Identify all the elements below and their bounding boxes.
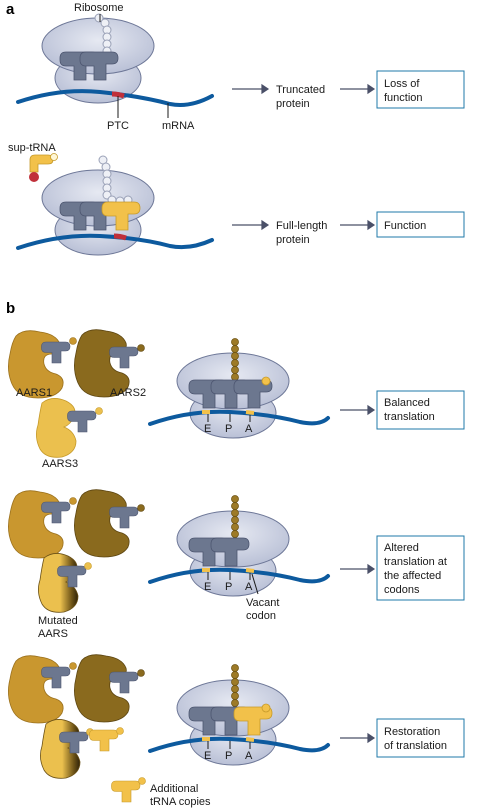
site-ticks-b1 xyxy=(207,414,251,422)
outcome-altered-line2: translation at xyxy=(384,556,447,568)
arrow-a2-1 xyxy=(232,219,270,231)
additional-trna-legend-icon xyxy=(111,780,141,803)
site-a-b1: A xyxy=(245,423,253,435)
additional-line1: Additional xyxy=(150,783,198,795)
vacant-line1: Vacant xyxy=(246,597,279,609)
arrow-b3 xyxy=(340,732,376,744)
vacant-line2: codon xyxy=(246,610,276,622)
mrna-a1 xyxy=(16,89,214,107)
aars1-label: AARS1 xyxy=(16,387,52,399)
site-e-b3: E xyxy=(204,750,211,762)
additional-trna-free xyxy=(89,729,119,752)
codons-b1 xyxy=(202,410,255,415)
aars1-trna xyxy=(41,341,71,364)
arrow-a1-2 xyxy=(340,83,376,95)
mrna-b1 xyxy=(148,409,330,426)
additional-line2: tRNA copies xyxy=(150,796,211,808)
amino-chain-b2 xyxy=(231,495,239,545)
site-e-b1: E xyxy=(204,423,211,435)
outcome-altered-line1: Altered xyxy=(384,542,419,554)
site-a-b3: A xyxy=(245,750,253,762)
ribosome-label: Ribosome xyxy=(74,2,124,14)
outcome-box-altered xyxy=(376,535,465,601)
panel-label-a: a xyxy=(6,1,15,18)
additional-trna-free-amino xyxy=(116,727,124,735)
arrow-a1-1 xyxy=(232,83,270,95)
sup-trna-free xyxy=(29,153,58,182)
arrow-a2-2 xyxy=(340,219,376,231)
aars1-trna-b3 xyxy=(41,666,71,689)
aars1-amino-b3 xyxy=(69,662,77,670)
codons-b3 xyxy=(202,737,255,742)
vacant-leader xyxy=(251,573,259,595)
mutated-aars-line2: AARS xyxy=(38,628,68,640)
site-e-b2: E xyxy=(204,581,211,593)
product-a2-line1: Full-length xyxy=(276,220,327,232)
mrna-label: mRNA xyxy=(162,120,195,132)
ptc-label: PTC xyxy=(107,120,129,132)
mrna-b2 xyxy=(148,567,330,584)
site-ticks-b2 xyxy=(207,572,251,580)
site-a-b2: A xyxy=(245,581,253,593)
mrna-a2 xyxy=(16,233,214,250)
outcome-altered-line3: the affected xyxy=(384,570,441,582)
arrow-b2 xyxy=(340,563,376,575)
mutated-aars-line1: Mutated xyxy=(38,615,78,627)
aars2-amino-b3 xyxy=(137,669,145,677)
arrow-b1 xyxy=(340,404,376,416)
codons-b2 xyxy=(202,568,255,573)
aars1-amino-b2 xyxy=(69,497,77,505)
panel-label-b: b xyxy=(6,300,15,317)
outcome-balanced-line2: translation xyxy=(384,411,435,423)
aars1-enzyme-b3 xyxy=(7,655,64,724)
aars3-label: AARS3 xyxy=(42,458,78,470)
outcome-loss-line1: Loss of xyxy=(384,78,420,90)
site-ticks-b3 xyxy=(207,741,251,749)
aars2-label: AARS2 xyxy=(110,387,146,399)
aars2-amino-b2 xyxy=(137,504,145,512)
aars2-trna-b2 xyxy=(109,506,139,529)
stop-codon-a2 xyxy=(113,233,127,241)
site-p-b2: P xyxy=(225,581,232,593)
product-a1-line2: protein xyxy=(276,98,310,110)
mutated-aars-amino xyxy=(84,562,92,570)
sup-trna-label: sup-tRNA xyxy=(8,142,56,154)
aars1-enzyme-b2 xyxy=(7,490,64,559)
aars3-enzyme xyxy=(35,397,77,458)
outcome-box-function xyxy=(376,211,465,238)
outcome-balanced-line1: Balanced xyxy=(384,397,430,409)
trna-b1-a-amino xyxy=(261,376,271,386)
outcome-function-label: Function xyxy=(384,220,426,232)
outcome-restoration-line2: of translation xyxy=(384,740,447,752)
site-p-b3: P xyxy=(225,750,232,762)
aars2-trna-b3 xyxy=(109,671,139,694)
aars3-trna xyxy=(67,410,97,433)
outcome-box-loss xyxy=(376,70,465,109)
outcome-restoration-line1: Restoration xyxy=(384,726,440,738)
product-a2-line2: protein xyxy=(276,234,310,246)
aars2-trna xyxy=(109,346,139,369)
outcome-box-balanced xyxy=(376,390,465,430)
amino-chain-b3 xyxy=(231,664,239,714)
outcome-loss-line2: function xyxy=(384,92,423,104)
aars1-amino xyxy=(69,337,77,345)
aars2-amino xyxy=(137,344,145,352)
outcome-altered-line4: codons xyxy=(384,584,420,596)
outcome-box-restoration xyxy=(376,718,465,758)
additional-trna-legend-amino xyxy=(138,777,146,785)
trna-b3-a-amino xyxy=(261,703,271,713)
aars3-amino xyxy=(95,407,103,415)
mrna-b3 xyxy=(148,736,330,753)
product-a1-line1: Truncated xyxy=(276,84,325,96)
site-p-b1: P xyxy=(225,423,232,435)
aars1-trna-b2 xyxy=(41,501,71,524)
stop-codon-a1 xyxy=(111,91,125,99)
